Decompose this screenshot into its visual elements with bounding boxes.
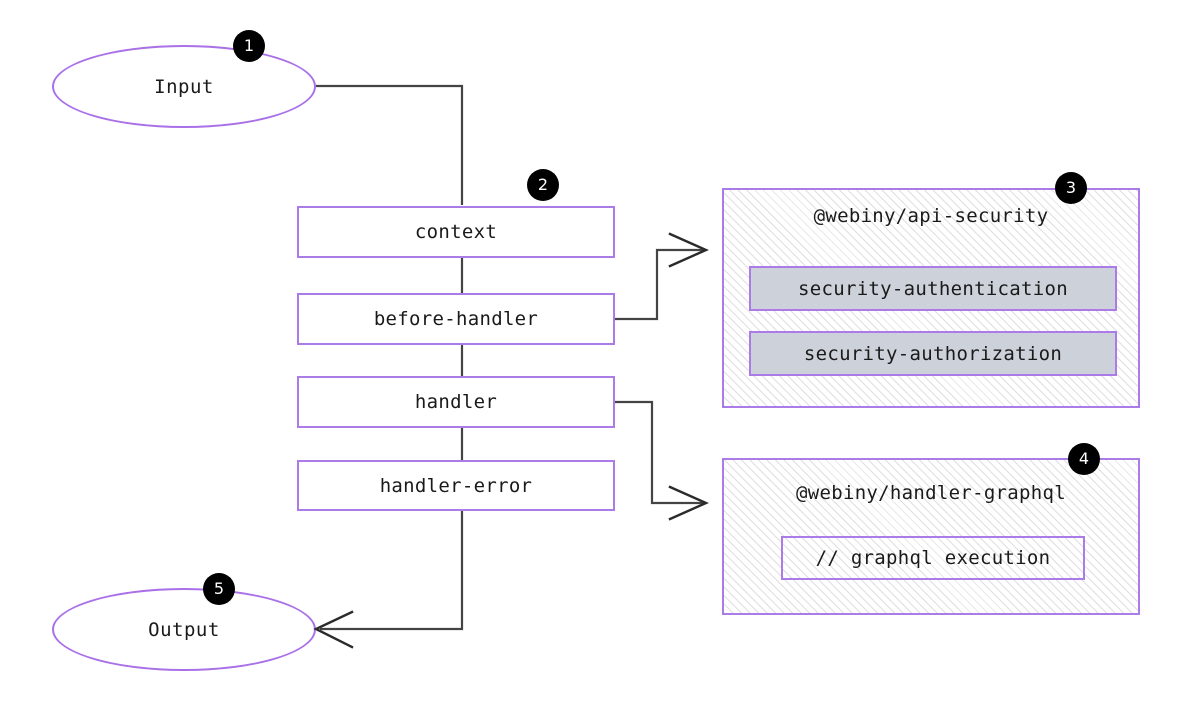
package-title-api-security: @webiny/api-security: [813, 205, 1049, 227]
stage-box-context[interactable]: context: [297, 206, 615, 258]
module-label-security-authorization: security-authorization: [803, 342, 1063, 365]
badge-5: 5: [203, 573, 235, 605]
terminator-input-label: Input: [154, 75, 214, 98]
arrowhead-api-security: [668, 232, 709, 268]
module-label-security-authentication: security-authentication: [798, 277, 1068, 300]
package-title-handler-graphql: @webiny/handler-graphql: [796, 482, 1066, 504]
badge-2: 2: [527, 169, 559, 201]
stage-label-before-handler: before-handler: [373, 308, 539, 330]
module-security-authentication[interactable]: security-authentication: [749, 266, 1117, 311]
stage-label-handler-error: handler-error: [379, 474, 533, 497]
connector-input-to-spine: [316, 84, 464, 205]
arrowhead-output: [313, 610, 354, 649]
stage-box-handler[interactable]: handler: [297, 376, 615, 428]
terminator-output-label: Output: [148, 618, 220, 641]
arrowhead-handler-graphql: [668, 485, 709, 521]
module-label-graphql-execution: // graphql execution: [815, 547, 1051, 569]
connector-before-handler-to-security: [615, 248, 704, 321]
stage-label-handler: handler: [414, 391, 498, 413]
stage-box-handler-error[interactable]: handler-error: [297, 460, 615, 511]
badge-3: 3: [1055, 172, 1087, 204]
connector-spine-to-output: [320, 511, 464, 631]
badge-4: 4: [1068, 443, 1100, 475]
stage-box-before-handler[interactable]: before-handler: [297, 293, 615, 345]
connector-handler-to-graphql: [615, 400, 704, 505]
module-security-authorization[interactable]: security-authorization: [749, 331, 1117, 376]
badge-1: 1: [233, 30, 265, 62]
module-graphql-execution[interactable]: // graphql execution: [781, 536, 1085, 580]
terminator-output[interactable]: Output: [52, 588, 316, 671]
terminator-input[interactable]: Input: [52, 45, 316, 128]
package-panel-api-security[interactable]: @webiny/api-security security-authentica…: [722, 188, 1140, 408]
package-panel-handler-graphql[interactable]: @webiny/handler-graphql // graphql execu…: [722, 458, 1140, 615]
stage-label-context: context: [414, 221, 498, 243]
